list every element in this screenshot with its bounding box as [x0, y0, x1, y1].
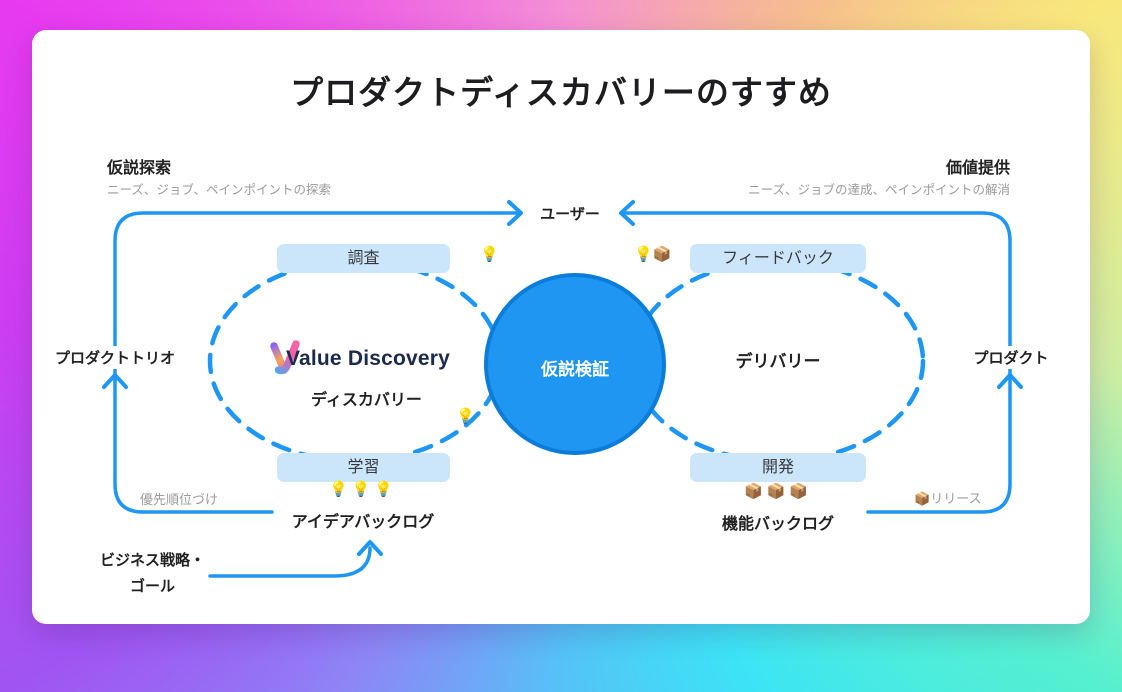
release-note-text: リリース [930, 491, 982, 506]
arrowhead-to-user-right [619, 200, 635, 226]
learning-box: 学習 [277, 453, 450, 482]
bulb-icon: 💡 [456, 408, 475, 425]
validation-circle [484, 273, 666, 455]
business-goal-arrow-line [208, 546, 372, 578]
prioritization-note: 優先順位づけ [140, 492, 219, 507]
bulb-package-icon: 💡📦 [634, 246, 672, 263]
product-trio-label: プロダクトトリオ [50, 346, 180, 369]
value-discovery-wordmark: Value Discovery [285, 347, 451, 370]
delivery-phase-heading: 価値提供 [945, 160, 1010, 177]
development-box: 開発 [690, 453, 866, 482]
discovery-phase-heading: 仮説探索 [107, 160, 172, 177]
discovery-phase-subtitle: ニーズ、ジョブ、ペインポイントの探索 [107, 183, 332, 197]
user-label: ユーザー [540, 206, 600, 223]
business-goal-label: ビジネス戦略・ ゴール [70, 548, 235, 600]
idea-backlog-bulbs-icon: 💡💡💡 [328, 481, 398, 498]
arrowhead-up-idea-backlog [357, 540, 383, 556]
feedback-box: フィードバック [690, 244, 866, 273]
release-note: 📦リリース [914, 488, 982, 507]
arrowhead-up-product-trio [102, 373, 128, 389]
delivery-phase-subtitle: ニーズ、ジョブの達成、ペインポイントの解消 [748, 183, 1010, 197]
discovery-loop-label: ディスカバリー [311, 392, 422, 409]
validation-circle-label: 仮説検証 [541, 360, 609, 379]
bulb-icon: 💡 [480, 246, 499, 263]
business-goal-line2: ゴール [129, 578, 175, 595]
business-goal-line1: ビジネス戦略・ [99, 552, 205, 569]
product-label: プロダクト [968, 346, 1054, 369]
diagram-wires [102, 200, 1023, 578]
feature-backlog-label: 機能バックログ [721, 516, 834, 533]
page-title: プロダクトディスカバリーのすすめ [290, 74, 832, 111]
diagram-card: プロダクトディスカバリーのすすめ 仮説探索 ニーズ、ジョブ、ペインポイントの探索… [32, 30, 1090, 624]
value-discovery-logo-icon [270, 340, 300, 375]
package-icon: 📦 [914, 491, 931, 506]
delivery-loop-label: デリバリー [735, 352, 821, 371]
idea-backlog-label: アイデアバックログ [291, 514, 435, 531]
value-discovery-brand: Value Discovery [268, 341, 468, 377]
survey-box: 調査 [277, 244, 450, 273]
arrowhead-to-user-left [507, 200, 523, 226]
feature-backlog-packages-icon: 📦📦📦 [743, 483, 813, 500]
arrowhead-up-product [997, 373, 1023, 389]
